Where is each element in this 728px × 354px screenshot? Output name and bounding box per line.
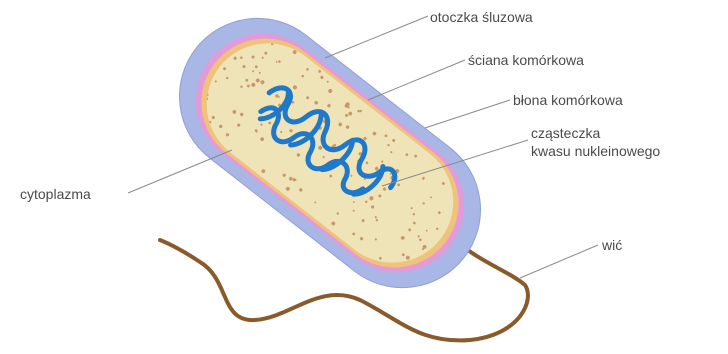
cell-body	[148, 0, 512, 319]
leader-flagellum	[520, 245, 598, 278]
label-flagellum: wić	[602, 237, 622, 253]
leader-cell-wall	[368, 60, 465, 100]
label-cytoplasm: cytoplazma	[20, 186, 91, 202]
label-capsule: otoczka śluzowa	[430, 9, 533, 25]
label-nucleic-line2: kwasu nukleinowego	[531, 143, 660, 159]
label-cell-wall: ściana komórkowa	[468, 52, 584, 68]
leader-capsule	[325, 16, 428, 58]
label-membrane: błona komórkowa	[513, 92, 623, 108]
leader-cytoplasm	[128, 150, 232, 193]
leader-membrane	[425, 100, 510, 128]
label-nucleic-line1: cząsteczka	[531, 125, 600, 141]
